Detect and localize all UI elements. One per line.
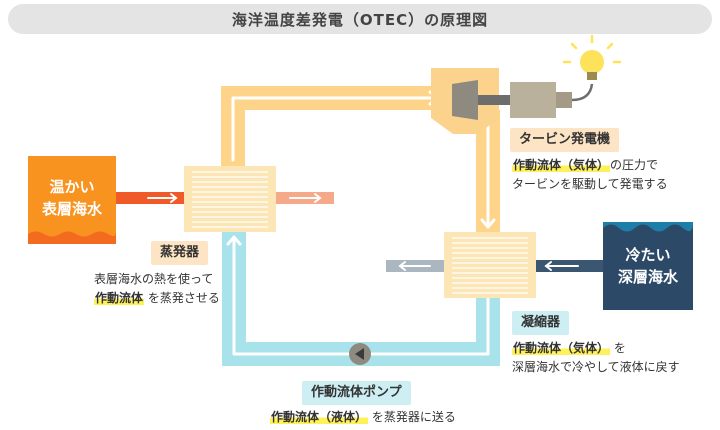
lightbulb-icon bbox=[562, 34, 622, 80]
condenser-unit bbox=[444, 232, 536, 298]
turbine-casing bbox=[431, 68, 499, 134]
cold-deep-water-label: 冷たい 深層海水 bbox=[603, 244, 693, 288]
generator bbox=[510, 82, 556, 118]
turbine-description: 作動流体（気体）の圧力で タービンを駆動して発電する bbox=[512, 156, 668, 194]
evaporator-description: 表層海水の熱を使って 作動流体 を蒸発させる bbox=[94, 270, 220, 308]
evaporator-desc-line1: 表層海水の熱を使って bbox=[94, 272, 214, 286]
pump-desc-rest: を蒸発器に送る bbox=[371, 410, 456, 424]
flow-arrows bbox=[226, 90, 496, 356]
turbine-desc-line2: タービンを駆動して発電する bbox=[512, 177, 668, 191]
evaporator-unit bbox=[184, 166, 276, 232]
evaporator-desc-rest: を蒸発させる bbox=[147, 291, 220, 305]
cold-water-line2: 深層海水 bbox=[617, 268, 678, 286]
turbine-rotor bbox=[452, 80, 478, 120]
pump-icon bbox=[349, 343, 371, 365]
warm-surface-water-label: 温かい 表層海水 bbox=[28, 176, 116, 220]
warm-water-flow bbox=[116, 192, 334, 204]
cold-water-flow bbox=[386, 260, 603, 272]
evaporator-tag: 蒸発器 bbox=[151, 241, 209, 265]
warm-water-line1: 温かい bbox=[49, 178, 95, 196]
turbine-shaft bbox=[478, 95, 516, 105]
condenser-desc-line2: 深層海水で冷やして液体に戻す bbox=[512, 360, 680, 374]
condenser-tag: 凝縮器 bbox=[512, 311, 570, 335]
cold-water-line1: 冷たい bbox=[625, 246, 671, 264]
evaporator-desc-highlight: 作動流体 bbox=[94, 291, 145, 305]
cold-deep-water-box bbox=[603, 222, 693, 310]
condenser-desc-highlight: 作動流体（気体） bbox=[512, 341, 611, 355]
warm-water-line2: 表層海水 bbox=[41, 200, 102, 218]
diagram-title: 海洋温度差発電（OTEC）の原理図 bbox=[8, 4, 712, 34]
warm-surface-water-box bbox=[28, 156, 116, 244]
turbine-desc-highlight: 作動流体（気体） bbox=[512, 158, 611, 172]
pump-description: 作動流体（液体） を蒸発器に送る bbox=[270, 408, 456, 427]
pump-tag: 作動流体ポンプ bbox=[302, 381, 411, 405]
condenser-fins bbox=[452, 237, 528, 294]
condenser-desc-rest: を bbox=[613, 341, 626, 355]
turbine-desc-rest: の圧力で bbox=[610, 158, 659, 172]
evaporator-fins bbox=[192, 171, 268, 228]
turbine-generator-tag: タービン発電機 bbox=[510, 128, 620, 152]
generator-wire bbox=[571, 83, 594, 102]
condenser-description: 作動流体（気体） を 深層海水で冷やして液体に戻す bbox=[512, 339, 680, 377]
pump-desc-highlight: 作動流体（液体） bbox=[270, 410, 369, 424]
